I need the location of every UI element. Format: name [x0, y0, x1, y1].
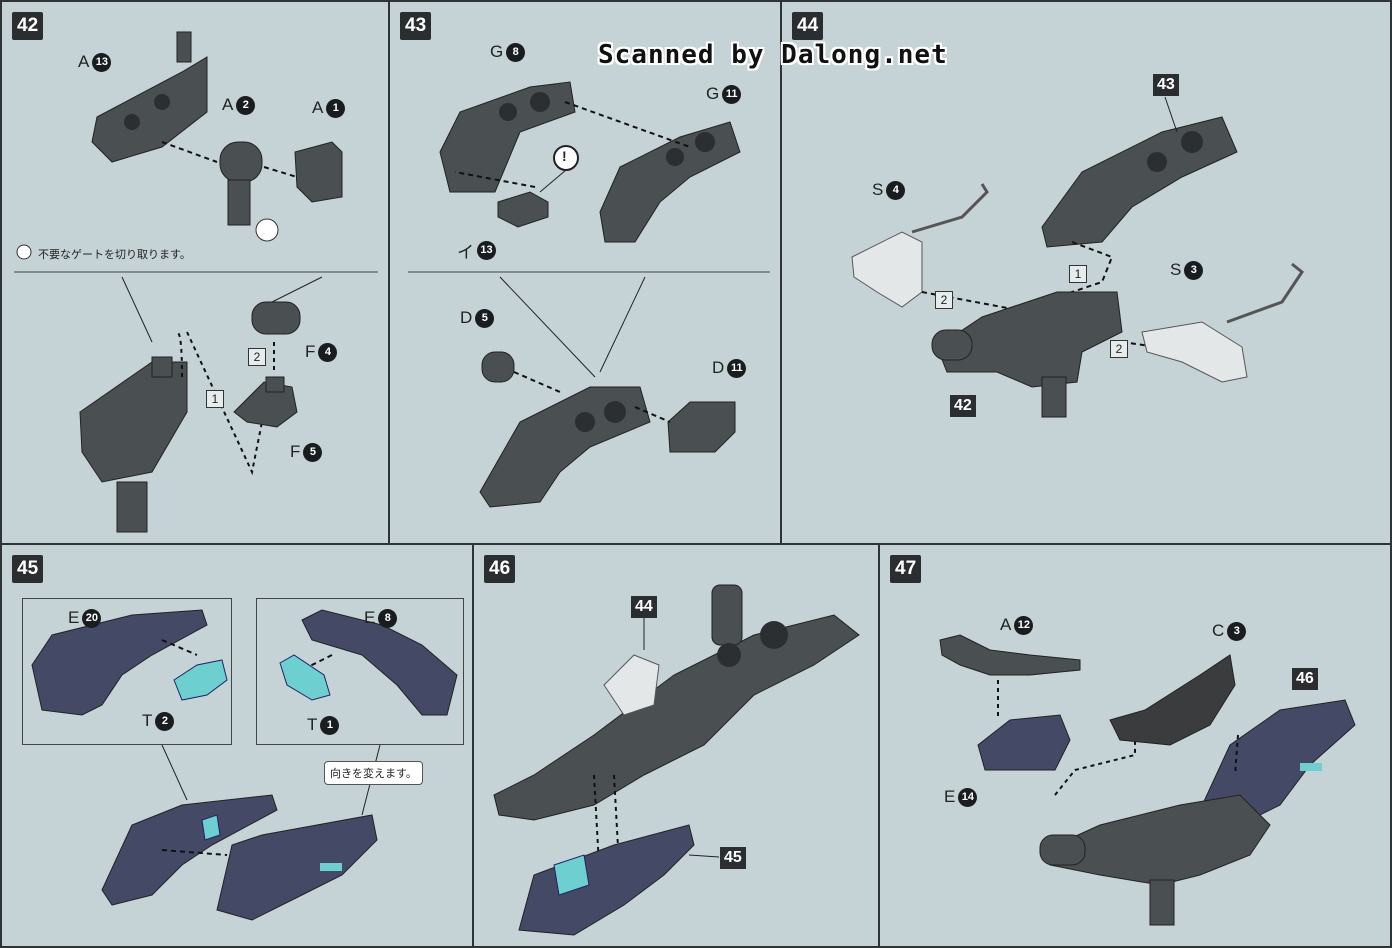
gate-cut-note: 不要なゲートを切り取ります。: [38, 249, 191, 261]
part-number-badge: 8: [378, 608, 398, 628]
step-number: 45: [12, 555, 44, 583]
part-number-badge: 2: [236, 95, 256, 115]
part-number-badge: 3: [1227, 621, 1247, 641]
step-number: 46: [484, 555, 516, 583]
part-number-badge: 11: [727, 358, 747, 378]
step-43-diagram: [408, 81, 770, 508]
part-number-badge: 3: [1184, 260, 1204, 280]
part-number-badge: 1: [320, 715, 340, 735]
step-number: 42: [12, 12, 44, 40]
caution-mark: !: [562, 148, 567, 164]
ref-step-42: 42: [950, 395, 976, 417]
step-42-diagram: [14, 31, 378, 533]
part-number-badge: 1: [326, 98, 346, 118]
part-number-badge: 13: [92, 52, 112, 72]
sub-frame-left: [22, 598, 232, 745]
part-number-badge: 5: [303, 442, 323, 462]
step-47-diagram: [939, 634, 1356, 926]
part-number-badge: 4: [318, 342, 338, 362]
substep-2: 2: [248, 348, 266, 366]
part-number-badge: 2: [155, 711, 175, 731]
substep-2: 2: [935, 291, 953, 309]
step-46-panel: 46 44 45: [472, 543, 880, 948]
step-44-diagram: [851, 96, 1305, 418]
step-number: 44: [792, 12, 824, 40]
part-number-badge: 4: [886, 180, 906, 200]
ref-step-43: 43: [1153, 74, 1179, 96]
part-number-badge: 5: [475, 308, 495, 328]
sub-frame-right: [256, 598, 464, 745]
part-number-badge: 11: [722, 84, 742, 104]
ref-step-44: 44: [631, 596, 657, 618]
substep-2: 2: [1110, 340, 1128, 358]
step-45-diagram: [31, 609, 458, 921]
step-number: 47: [890, 555, 922, 583]
watermark-text: Scanned by Dalong.net: [598, 40, 948, 70]
step-46-diagram: [493, 584, 860, 936]
part-number-badge: 20: [82, 608, 102, 628]
part-number-badge: 13: [477, 241, 496, 260]
substep-1: 1: [1069, 265, 1087, 283]
ref-step-46: 46: [1292, 668, 1318, 690]
part-number-badge: 8: [506, 42, 526, 62]
ref-step-45: 45: [720, 847, 746, 869]
part-number-badge: 12: [1014, 615, 1034, 635]
part-number-badge: 14: [958, 787, 978, 807]
step-number: 43: [400, 12, 432, 40]
substep-1: 1: [206, 390, 224, 408]
orientation-note: 向きを変えます。: [324, 761, 423, 785]
